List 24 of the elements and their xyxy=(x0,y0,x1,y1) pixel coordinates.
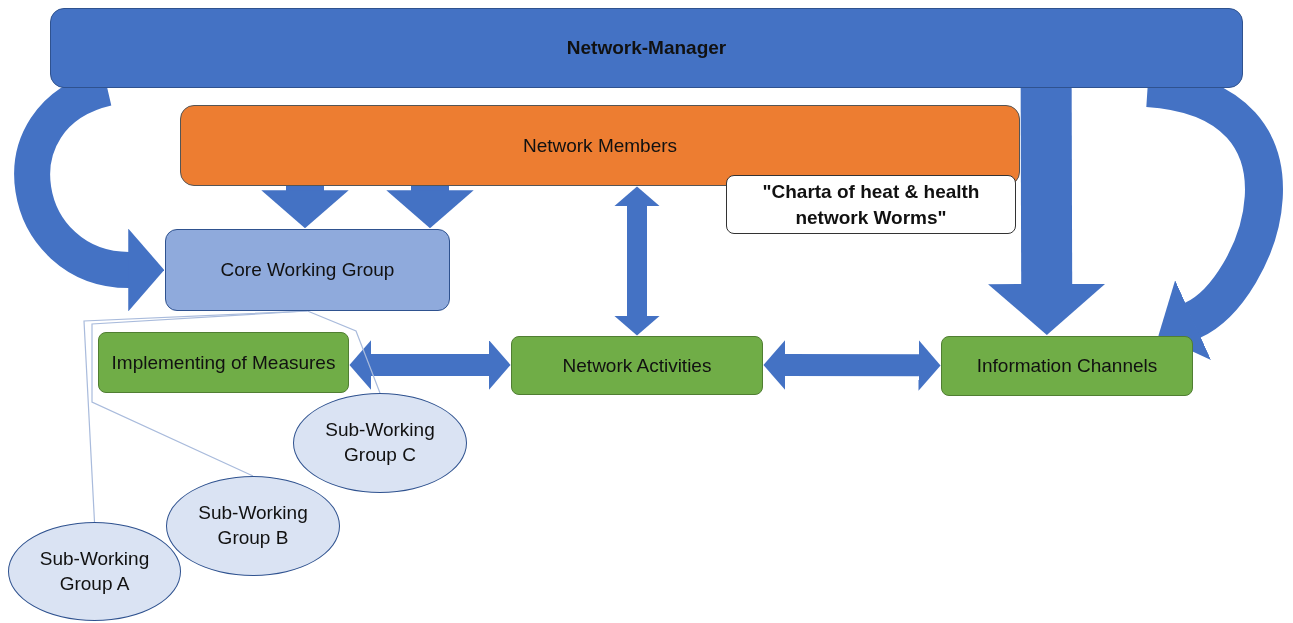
node-label: Network Activities xyxy=(562,353,712,378)
group-box xyxy=(165,229,450,311)
node-label: Network-Manager xyxy=(566,36,727,61)
block-arrow xyxy=(614,186,660,336)
block-arrow xyxy=(988,88,1106,335)
process-box xyxy=(511,336,763,395)
block-arrow xyxy=(349,339,511,391)
node-label: Sub-Working Group C xyxy=(324,418,436,467)
node-label: "Charta of heat & health network Worms" xyxy=(761,179,981,230)
block-arrow xyxy=(261,186,349,229)
node-label: Sub-Working Group A xyxy=(39,546,150,596)
node-label: Core Working Group xyxy=(220,258,395,283)
node-label: Implementing of Measures xyxy=(111,350,336,375)
node-label: Network Members xyxy=(522,133,678,158)
process-box xyxy=(98,332,349,393)
node-label: Sub-Working Group B xyxy=(197,501,309,550)
connector-line xyxy=(306,310,381,394)
node-label: Information Channels xyxy=(976,354,1158,379)
block-arrow xyxy=(386,186,474,229)
manager-bar xyxy=(50,8,1243,88)
members-bar xyxy=(180,105,1020,186)
process-box xyxy=(941,336,1193,396)
block-arrow xyxy=(763,339,941,391)
charter-box xyxy=(726,175,1016,234)
